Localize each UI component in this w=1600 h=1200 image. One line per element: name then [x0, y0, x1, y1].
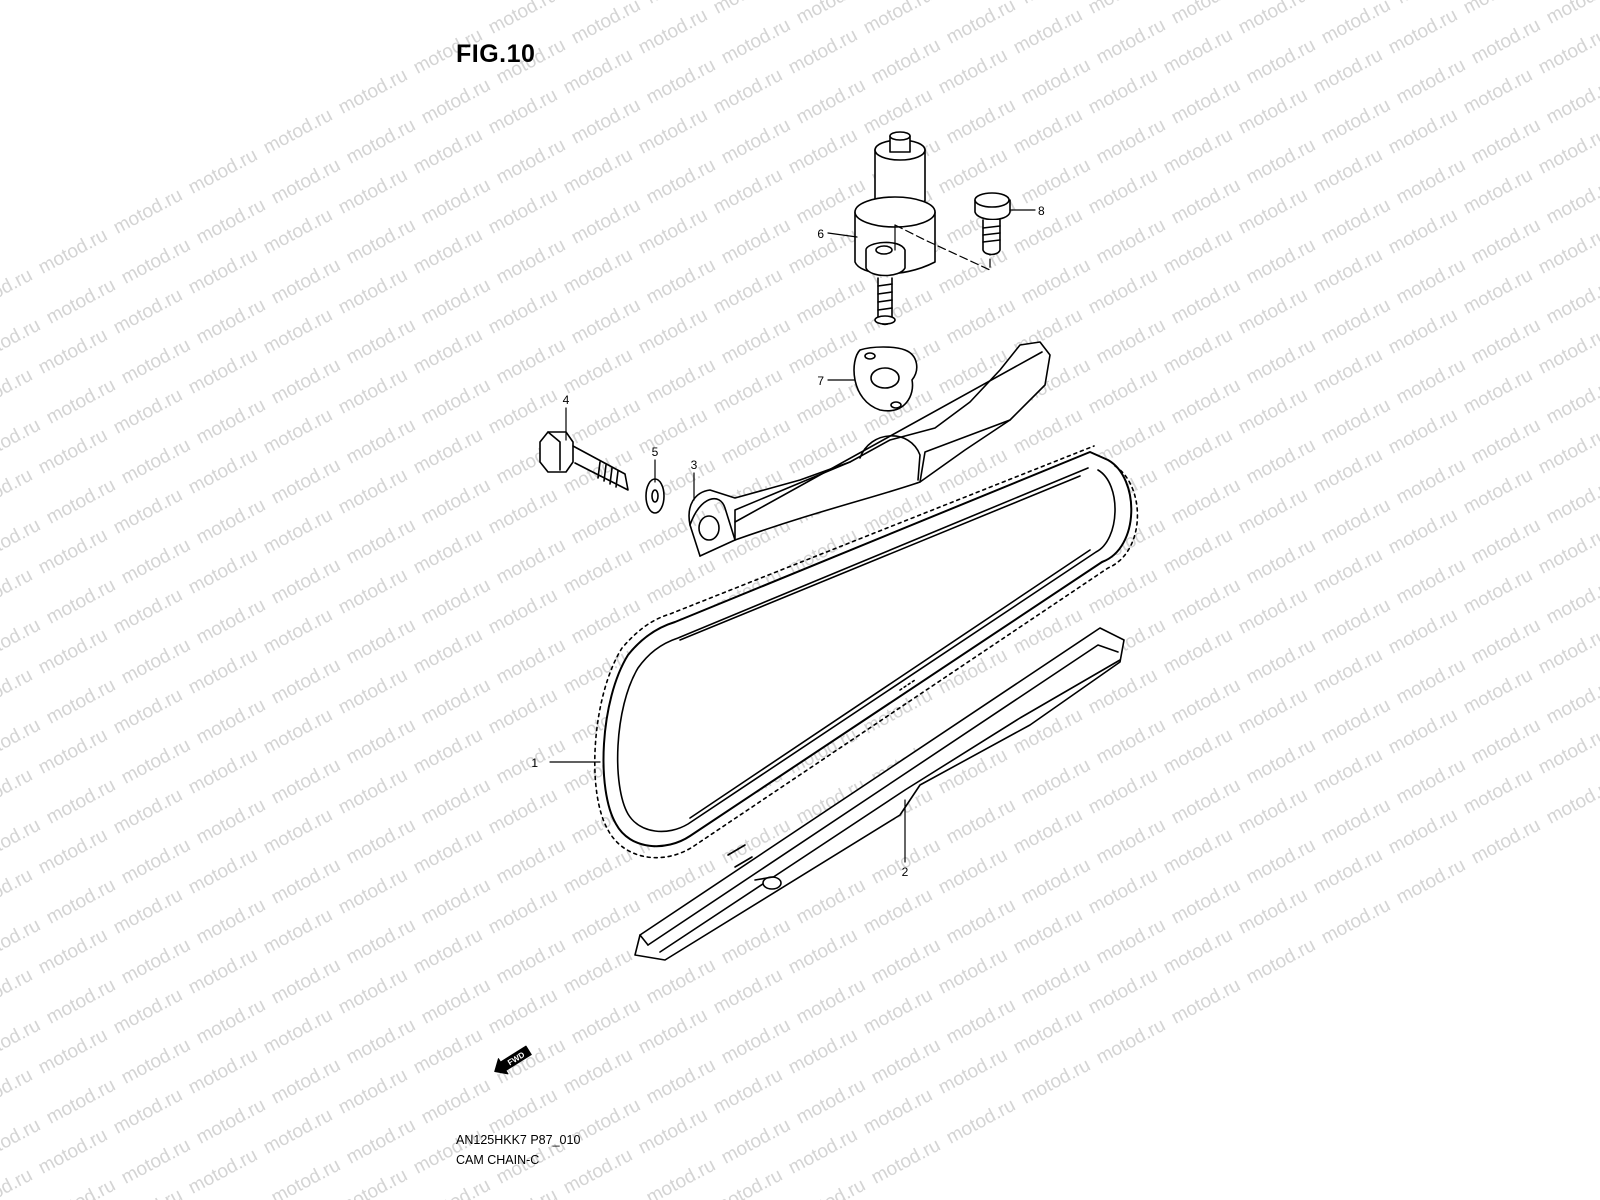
- callout-7: 7: [817, 374, 824, 388]
- diagram-code: AN125HKK7 P87_010: [456, 1133, 581, 1147]
- tensioner-guide-drawing: [688, 341, 1051, 557]
- callout-1: 1: [531, 756, 538, 770]
- callout-8: 8: [1038, 204, 1045, 218]
- callout-4: 4: [563, 393, 570, 407]
- figure-title: FIG.10: [456, 40, 536, 68]
- chain-guide-drawing: [634, 627, 1125, 961]
- callout-3: 3: [691, 458, 698, 472]
- leader-lines: [549, 209, 1036, 863]
- bolt-drawing: [974, 192, 1011, 256]
- diagram-caption: CAM CHAIN-C: [456, 1153, 540, 1167]
- chain-tensioner-drawing: [854, 131, 991, 326]
- callout-2: 2: [902, 865, 909, 879]
- leader-6: [827, 232, 858, 238]
- callouts: 1 2 3 4 5 6 7 8: [531, 204, 1045, 879]
- pivot-bolt-drawing: [539, 431, 629, 491]
- fwd-arrow-icon: FWD: [494, 1045, 532, 1075]
- gasket-drawing: [853, 346, 918, 412]
- callout-6: 6: [817, 227, 824, 241]
- callout-5: 5: [652, 445, 659, 459]
- cam-chain-drawing: [593, 445, 1139, 859]
- washer-drawing: [645, 478, 665, 514]
